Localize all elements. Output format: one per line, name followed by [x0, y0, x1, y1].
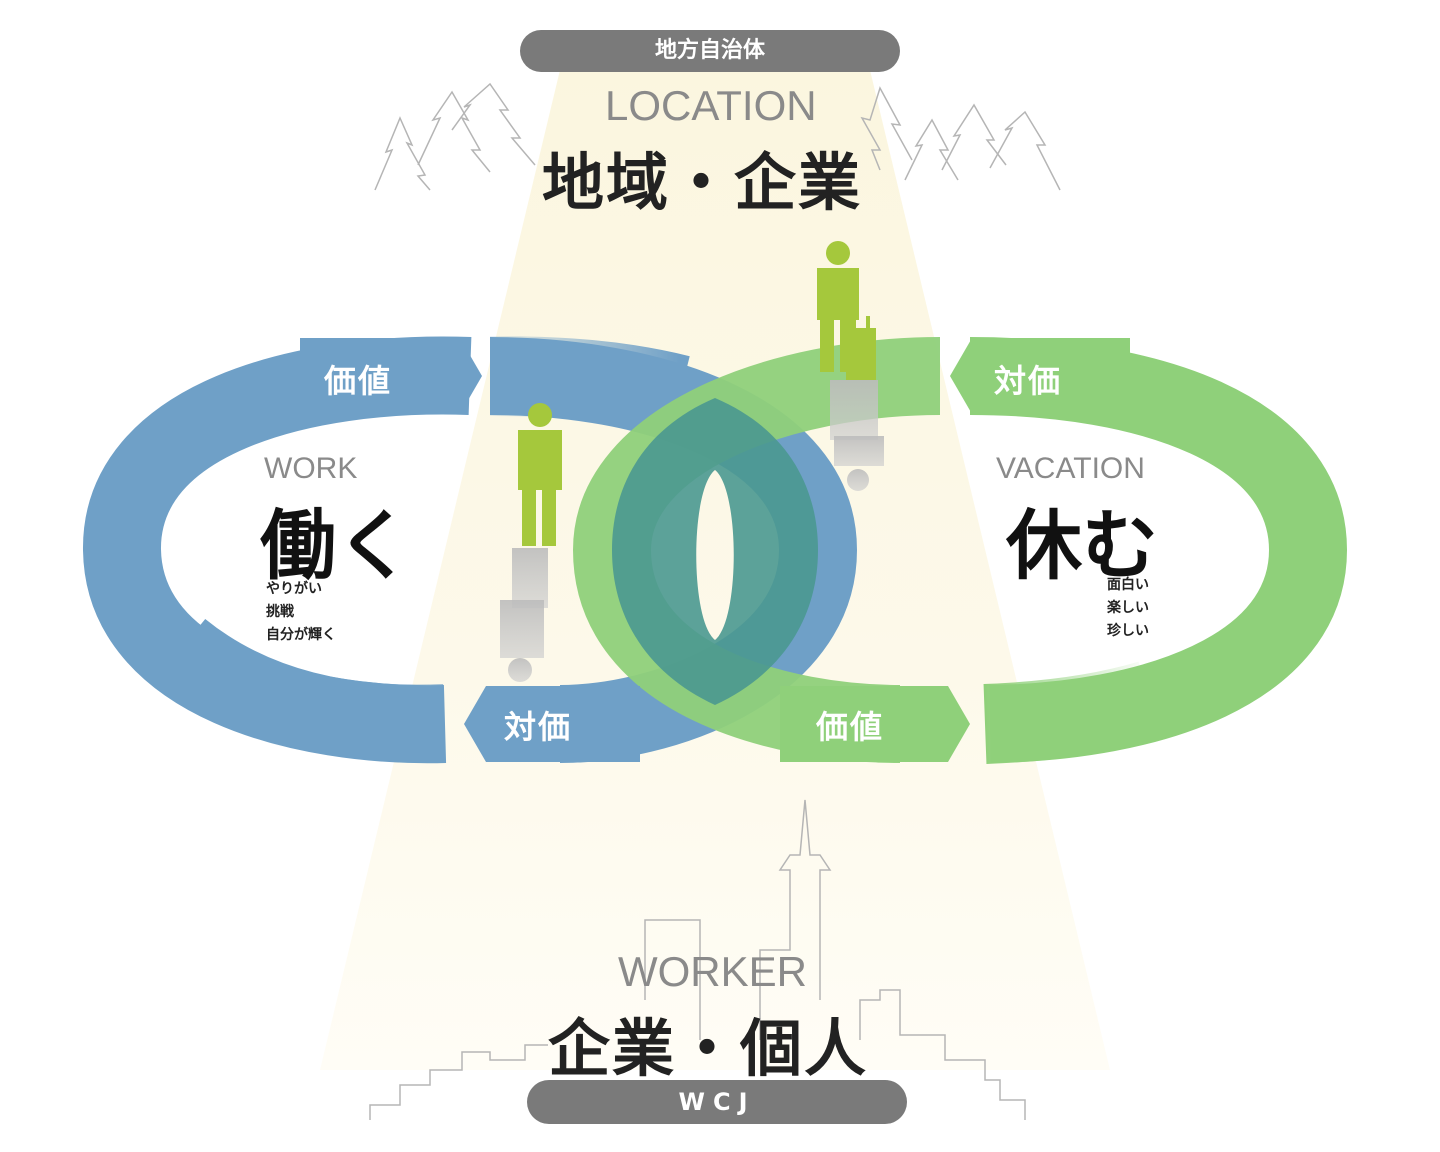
- arrow-vacation-bottom-label: 価値: [816, 702, 884, 748]
- vacation-item: 楽しい: [1107, 597, 1149, 620]
- bottom-pill-label: WCJ: [527, 1080, 907, 1124]
- arrow-work-bottom-label: 対価: [504, 702, 572, 748]
- location-en-label: LOCATION: [605, 82, 817, 130]
- worker-en-label: WORKER: [618, 948, 807, 996]
- vacation-item: 珍しい: [1107, 620, 1149, 643]
- arrow-work-top-label: 価値: [324, 356, 392, 402]
- vacation-en-label: VACATION: [996, 452, 1145, 486]
- worker-jp-title: 企業・個人: [548, 998, 868, 1088]
- vacation-item: 面白い: [1107, 574, 1149, 597]
- work-item: やりがい: [266, 578, 322, 601]
- top-pill-label: 地方自治体: [520, 30, 900, 72]
- work-item: 自分が輝く: [266, 624, 336, 647]
- work-en-label: WORK: [264, 452, 357, 486]
- work-item: 挑戦: [266, 601, 294, 624]
- location-jp-title: 地域・企業: [542, 132, 862, 222]
- arrow-vacation-top-label: 対価: [994, 356, 1062, 402]
